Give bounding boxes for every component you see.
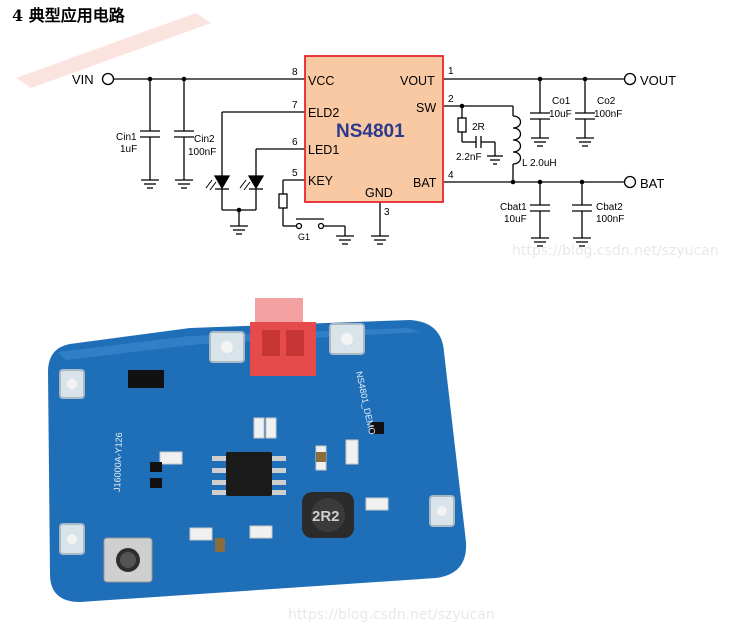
pin4-number: 4 <box>448 170 454 181</box>
snubber-resistor-label: 2R <box>472 122 485 133</box>
pin7-number: 7 <box>292 100 298 111</box>
pin5-name: KEY <box>308 174 334 188</box>
vin-terminal <box>101 72 115 86</box>
switch-label: G1 <box>298 232 310 242</box>
pin8-name: VCC <box>308 74 334 88</box>
chip-body <box>304 55 444 203</box>
pcb-photo: 2R2 J16000A-Y126 NS4801_DEMO <box>48 298 467 602</box>
pin1-number: 1 <box>448 66 454 77</box>
snubber-capacitor-label: 2.2nF <box>456 152 482 163</box>
pin2-number: 2 <box>448 94 454 105</box>
pin6-name: LED1 <box>308 143 339 157</box>
red-connector <box>250 298 316 376</box>
cbat2-value: 100nF <box>596 214 624 225</box>
inductor-label: L 2.0uH <box>522 158 557 169</box>
cin2-value: 100nF <box>188 147 216 158</box>
watermark-stripe <box>16 13 211 88</box>
pin2-name: SW <box>416 101 436 115</box>
pin6-number: 6 <box>292 137 298 148</box>
bat-terminal <box>623 175 637 189</box>
co2-value: 100nF <box>594 109 622 120</box>
watermark-top: https://blog.csdn.net/szyucan <box>512 243 719 259</box>
pin8-number: 8 <box>292 67 298 78</box>
pcb-ic <box>226 452 272 496</box>
cbat1-name: Cbat1 <box>500 202 527 213</box>
cin1-name: Cin1 <box>116 132 137 143</box>
co1-name: Co1 <box>552 96 571 107</box>
pin3-name: GND <box>365 186 393 200</box>
bat-label: BAT <box>640 176 664 191</box>
schematic: VIN VOUT BAT NS4801 8 VCC 7 ELD2 6 LED1 … <box>72 55 676 247</box>
cbat1-value: 10uF <box>504 214 527 225</box>
watermark-bottom: https://blog.csdn.net/szyucan <box>288 607 495 623</box>
co1-value: 10uF <box>549 109 572 120</box>
vin-label: VIN <box>72 72 94 87</box>
push-button-photo <box>103 537 153 583</box>
cin2-name: Cin2 <box>194 134 215 145</box>
pin7-name: ELD2 <box>308 106 339 120</box>
vout-label: VOUT <box>640 73 676 88</box>
pcb-silk-left: J16000A-Y126 <box>112 432 124 492</box>
chip-name: NS4801 <box>336 121 405 142</box>
co2-name: Co2 <box>597 96 616 107</box>
section-heading: 4 典型应用电路 <box>12 6 125 25</box>
pin4-name: BAT <box>413 176 437 190</box>
cbat2-name: Cbat2 <box>596 202 623 213</box>
vout-terminal <box>623 72 637 86</box>
pin1-name: VOUT <box>400 74 435 88</box>
pin5-number: 5 <box>292 168 298 179</box>
pin3-number: 3 <box>384 207 390 218</box>
inductor-marking: 2R2 <box>312 508 340 525</box>
cin1-value: 1uF <box>120 144 137 155</box>
